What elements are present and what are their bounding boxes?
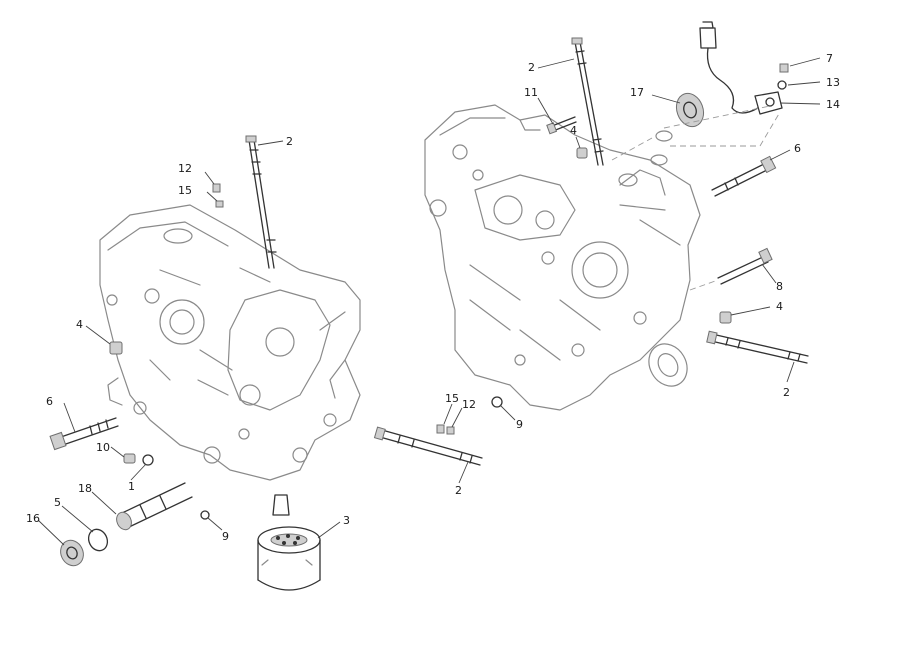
callout-10: 10 — [96, 441, 110, 454]
leader-lines — [37, 57, 821, 546]
callout-4-right-top: 4 — [570, 124, 577, 137]
callout-11: 11 — [524, 86, 538, 99]
left-crankcase-half — [99, 204, 361, 481]
callout-1: 1 — [128, 480, 135, 493]
right-small-parts — [546, 21, 809, 364]
callout-2-right-top: 2 — [528, 61, 535, 74]
callout-5: 5 — [54, 496, 61, 509]
callout-16: 16 — [26, 512, 40, 525]
callout-4-left: 4 — [76, 318, 83, 331]
callout-15-middle: 15 — [445, 392, 459, 405]
callout-14: 14 — [826, 98, 840, 111]
callout-8: 8 — [776, 280, 783, 293]
callout-12-middle: 12 — [462, 398, 476, 411]
middle-stud-2 — [373, 396, 503, 466]
callout-12-left: 12 — [178, 162, 192, 175]
right-crankcase-half — [424, 104, 701, 411]
callout-2-right-bottom: 2 — [783, 386, 790, 399]
right-stud-2-top — [571, 37, 604, 166]
callout-13: 13 — [826, 76, 840, 89]
callout-3: 3 — [343, 514, 350, 527]
left-small-parts — [49, 183, 321, 591]
callout-6-left: 6 — [46, 395, 53, 408]
callout-9-middle: 9 — [516, 418, 523, 431]
callout-17: 17 — [630, 86, 644, 99]
oil-filter — [257, 526, 321, 591]
callout-9-left: 9 — [222, 530, 229, 543]
callout-18: 18 — [78, 482, 92, 495]
callout-2-middle: 2 — [455, 484, 462, 497]
callout-labels: 2 12 15 4 6 10 1 18 5 16 9 3 15 12 9 2 2… — [26, 52, 840, 543]
left-stud-2 — [245, 135, 277, 269]
callout-7: 7 — [826, 52, 833, 65]
callout-15-left: 15 — [178, 184, 192, 197]
callout-2-left-stud: 2 — [286, 135, 293, 148]
callout-6-right: 6 — [794, 142, 801, 155]
callout-4-right-bottom: 4 — [776, 300, 783, 313]
